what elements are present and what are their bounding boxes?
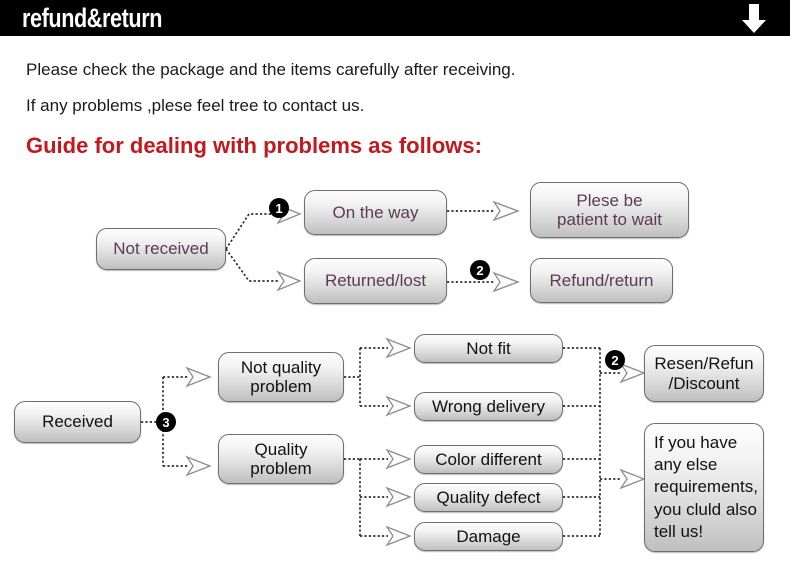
header-bar: refund&return <box>0 0 790 36</box>
node-not-quality-problem[interactable]: Not quality problem <box>218 352 344 402</box>
node-quality-problem[interactable]: Quality problem <box>218 434 344 484</box>
page-title: refund&return <box>22 3 162 33</box>
node-not-fit[interactable]: Not fit <box>414 334 563 363</box>
node-color-different[interactable]: Color different <box>414 445 563 474</box>
guide-heading: Guide for dealing with problems as follo… <box>26 133 482 158</box>
node-quality-defect[interactable]: Quality defect <box>414 483 563 512</box>
node-please-wait[interactable]: Plese be patient to wait <box>530 182 689 238</box>
node-resend-refund-discount[interactable]: Resen/Refun /Discount <box>644 345 764 402</box>
intro-line-2: If any problems ,plese feel tree to cont… <box>26 96 365 115</box>
arrow-down-icon <box>742 4 766 33</box>
node-not-received[interactable]: Not received <box>96 228 226 270</box>
step-badge-2-lower: 2 <box>605 350 625 370</box>
node-extra-note[interactable]: If you have any else requirements, you c… <box>644 423 764 552</box>
node-returned-lost[interactable]: Returned/lost <box>304 258 447 304</box>
step-badge-1: 1 <box>269 198 289 218</box>
node-refund-return[interactable]: Refund/return <box>530 258 673 303</box>
node-received[interactable]: Received <box>14 401 141 443</box>
node-on-the-way[interactable]: On the way <box>304 190 447 235</box>
node-wrong-delivery[interactable]: Wrong delivery <box>414 392 563 421</box>
intro-line-1: Please check the package and the items c… <box>26 60 516 79</box>
step-badge-2: 2 <box>470 260 490 280</box>
node-damage[interactable]: Damage <box>414 522 563 551</box>
step-badge-3: 3 <box>156 412 176 432</box>
